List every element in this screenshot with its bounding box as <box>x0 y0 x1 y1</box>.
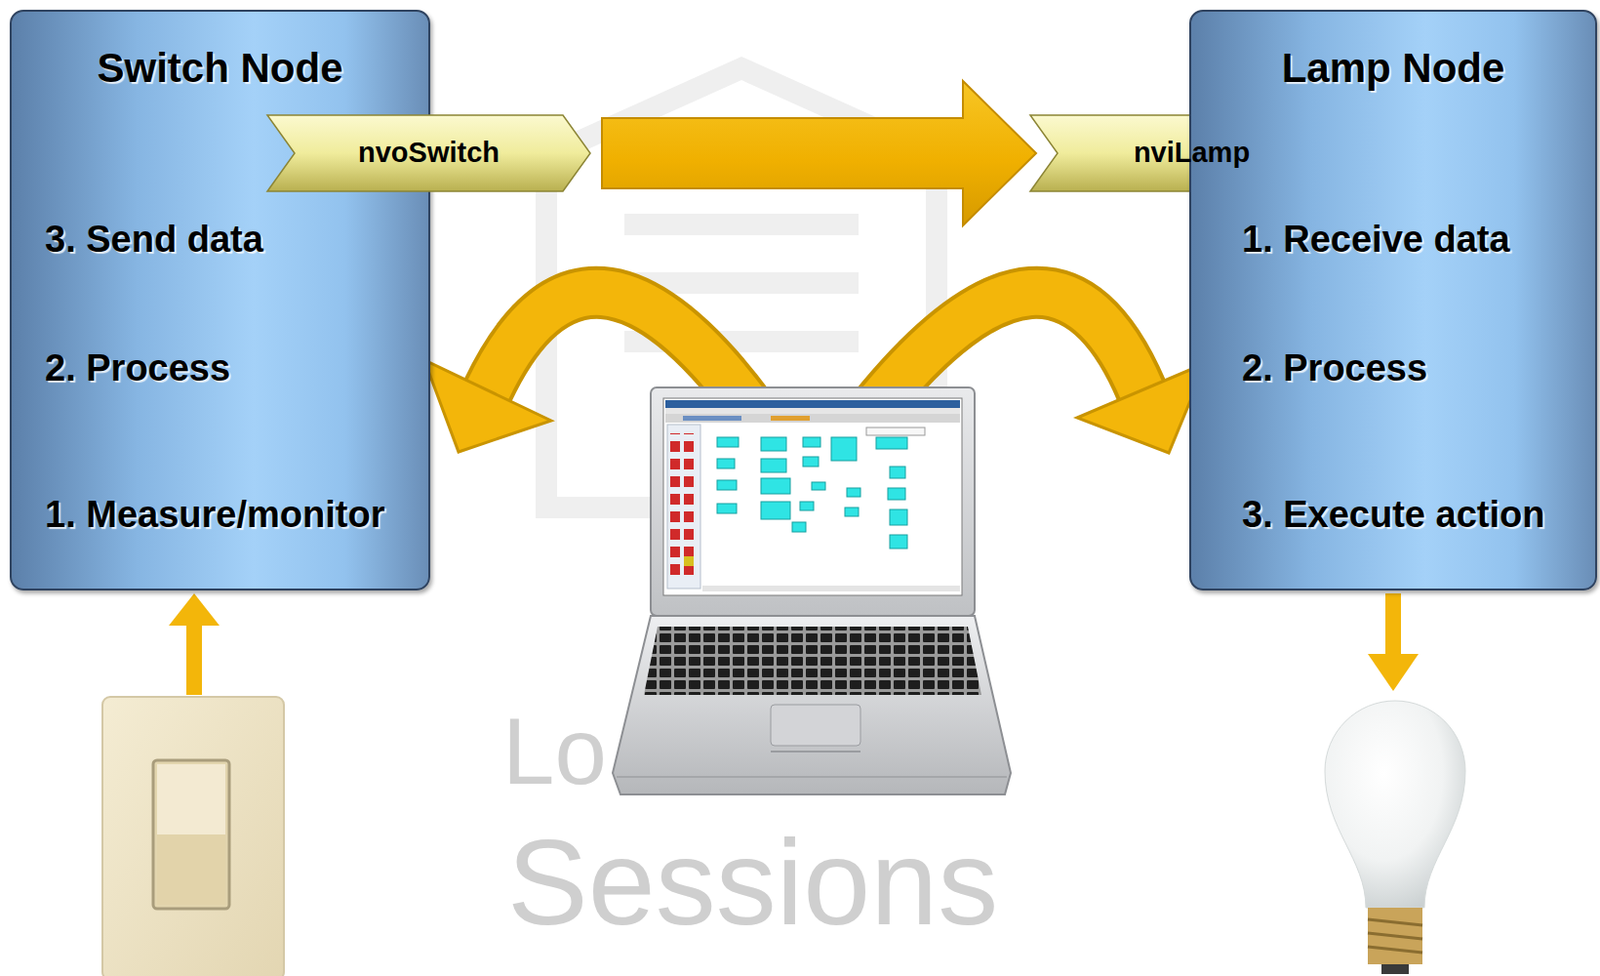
laptop-icon-part-part <box>760 501 791 520</box>
curved-arrow-part <box>1077 362 1206 453</box>
laptop-icon-part-part <box>760 478 791 494</box>
signal-arrow-part <box>168 593 220 626</box>
signal-arrow-part <box>1385 593 1401 656</box>
laptop-icon-part-part <box>717 503 737 514</box>
step-text: 1. Receive data <box>1241 218 1511 262</box>
laptop-icon-part <box>866 427 925 436</box>
laptop-icon-part <box>643 626 982 695</box>
laptop-icon-part-part <box>760 458 787 473</box>
laptop-icon-part <box>665 407 960 414</box>
laptop-icon-part-part <box>846 487 861 497</box>
laptop-icon-part-part <box>889 509 908 525</box>
laptop-icon-part-part <box>887 487 906 500</box>
laptop-icon-part-part <box>831 437 857 461</box>
signal-arrow-part <box>1367 653 1419 691</box>
laptop-icon-part-part <box>792 521 806 532</box>
laptop-icon-part-part <box>717 458 735 469</box>
wall-switch-icon-part <box>102 696 284 976</box>
laptop-icon-part <box>612 615 1011 795</box>
node-title: Switch Node <box>96 44 343 92</box>
laptop-icon-part <box>667 424 701 589</box>
light-bulb-icon-part-part <box>1367 946 1423 953</box>
laptop-icon-part-part <box>800 501 814 511</box>
laptop-icon-part <box>665 413 960 423</box>
laptop-icon-part <box>682 415 742 421</box>
laptop-icon-part-part <box>802 456 819 467</box>
node-title: Lamp Node <box>1281 44 1506 92</box>
laptop-icon <box>612 387 1011 795</box>
signal-arrow <box>168 593 220 695</box>
laptop-icon-part <box>770 704 861 746</box>
laptop-icon-part <box>616 775 1007 778</box>
variable-name: nviLamp <box>1133 136 1250 169</box>
laptop-icon-part <box>683 556 694 566</box>
laptop-icon-part <box>702 585 960 592</box>
laptop-icon-part-part <box>876 437 908 449</box>
laptop-icon-part <box>770 750 861 753</box>
laptop-icon-part <box>650 387 975 616</box>
curved-arrow-part <box>424 360 552 452</box>
step-text: 2. Process <box>1241 347 1428 391</box>
light-bulb-icon-part-part <box>1367 919 1423 925</box>
watermark-text: Sessions <box>507 821 999 943</box>
laptop-icon-part <box>770 415 810 421</box>
network-variable-tag: nvoSwitch <box>267 115 591 192</box>
signal-arrow-part <box>186 624 202 695</box>
light-bulb-icon-part <box>1324 700 1466 908</box>
laptop-icon-part <box>665 400 960 408</box>
light-bulb-icon <box>1324 700 1466 974</box>
variable-name: nvoSwitch <box>358 136 500 169</box>
wall-switch-icon <box>102 696 284 976</box>
signal-arrow <box>1367 593 1419 691</box>
laptop-icon-part <box>717 437 908 549</box>
wall-switch-icon-part <box>157 834 226 905</box>
node-box: Lamp Node 1. Receive data 2. Process 3. Exe… <box>1189 9 1598 591</box>
laptop-icon-part-part <box>802 437 821 447</box>
laptop-icon-part-part <box>760 437 787 451</box>
wall-switch-icon-part <box>157 763 226 835</box>
step-text: 2. Process <box>44 347 231 391</box>
laptop-icon-part-part <box>717 480 737 490</box>
step-text: 3. Send data <box>44 218 264 262</box>
laptop-icon-part <box>663 398 962 596</box>
node-box: Switch Node 3. Send data 2. Process 1. Meas… <box>9 9 431 591</box>
light-bulb-icon-part <box>1367 919 1423 953</box>
light-bulb-icon-part <box>1367 907 1423 964</box>
laptop-icon-part-part <box>844 507 859 517</box>
light-bulb-icon-part-part <box>1367 932 1423 939</box>
laptop-icon-part-part <box>889 466 906 479</box>
wall-switch-icon-part <box>153 760 230 909</box>
step-text: 1. Measure/monitor <box>44 493 385 537</box>
laptop-icon-part-part <box>811 481 826 490</box>
watermark-text: Lo <box>502 704 607 799</box>
tag-chevron-outline <box>267 115 591 192</box>
laptop-icon-part-part <box>889 534 908 549</box>
laptop-icon-part <box>670 433 698 580</box>
laptop-icon-part-part <box>717 437 739 447</box>
block-arrow <box>601 80 1037 226</box>
step-text: 3. Execute action <box>1241 493 1545 537</box>
light-bulb-icon-part <box>1381 963 1409 974</box>
